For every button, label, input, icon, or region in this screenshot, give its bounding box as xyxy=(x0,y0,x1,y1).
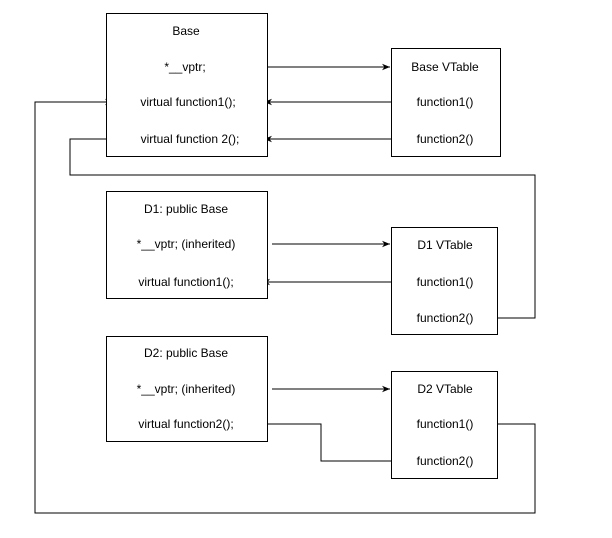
d2-vtable-function1-connector xyxy=(34,98,536,514)
base-vtable-title: Base VTable xyxy=(411,60,479,74)
d1-class-box xyxy=(106,191,268,299)
d2-vtable-title: D2 VTable xyxy=(417,382,473,396)
d1-vtable-function2-connector xyxy=(69,135,536,319)
base-function2-label: virtual function 2(); xyxy=(140,132,240,146)
d2-function2-label: virtual function2(); xyxy=(138,417,234,431)
base-vtable-function1: function1() xyxy=(416,95,474,109)
base-vtable-box xyxy=(391,48,501,157)
d2-vptr-label: *__vptr; (inherited) xyxy=(136,382,236,396)
d2-vtable-function1: function1() xyxy=(416,417,474,431)
d1-function1-label: virtual function1(); xyxy=(138,275,234,289)
base-function1-label: virtual function1(); xyxy=(140,95,236,109)
d2-vtable-function2-connector xyxy=(259,420,401,462)
d1-vtable-box xyxy=(391,227,498,335)
d1-vptr-label: *__vptr; (inherited) xyxy=(136,237,236,251)
d1-class-title: D1: public Base xyxy=(143,202,229,216)
d2-class-title: D2: public Base xyxy=(143,346,229,360)
d1-vtable-function1: function1() xyxy=(416,275,474,289)
base-class-title: Base xyxy=(172,24,200,38)
base-class-box xyxy=(106,13,268,157)
base-vtable-function2: function2() xyxy=(416,132,474,146)
d2-class-box xyxy=(106,336,268,442)
d1-vtable-function2: function2() xyxy=(416,311,474,325)
base-vptr-label: *__vptr; xyxy=(164,60,206,74)
d2-vtable-function2: function2() xyxy=(416,454,474,468)
d2-vtable-box xyxy=(391,371,498,479)
d1-vtable-title: D1 VTable xyxy=(417,238,473,252)
